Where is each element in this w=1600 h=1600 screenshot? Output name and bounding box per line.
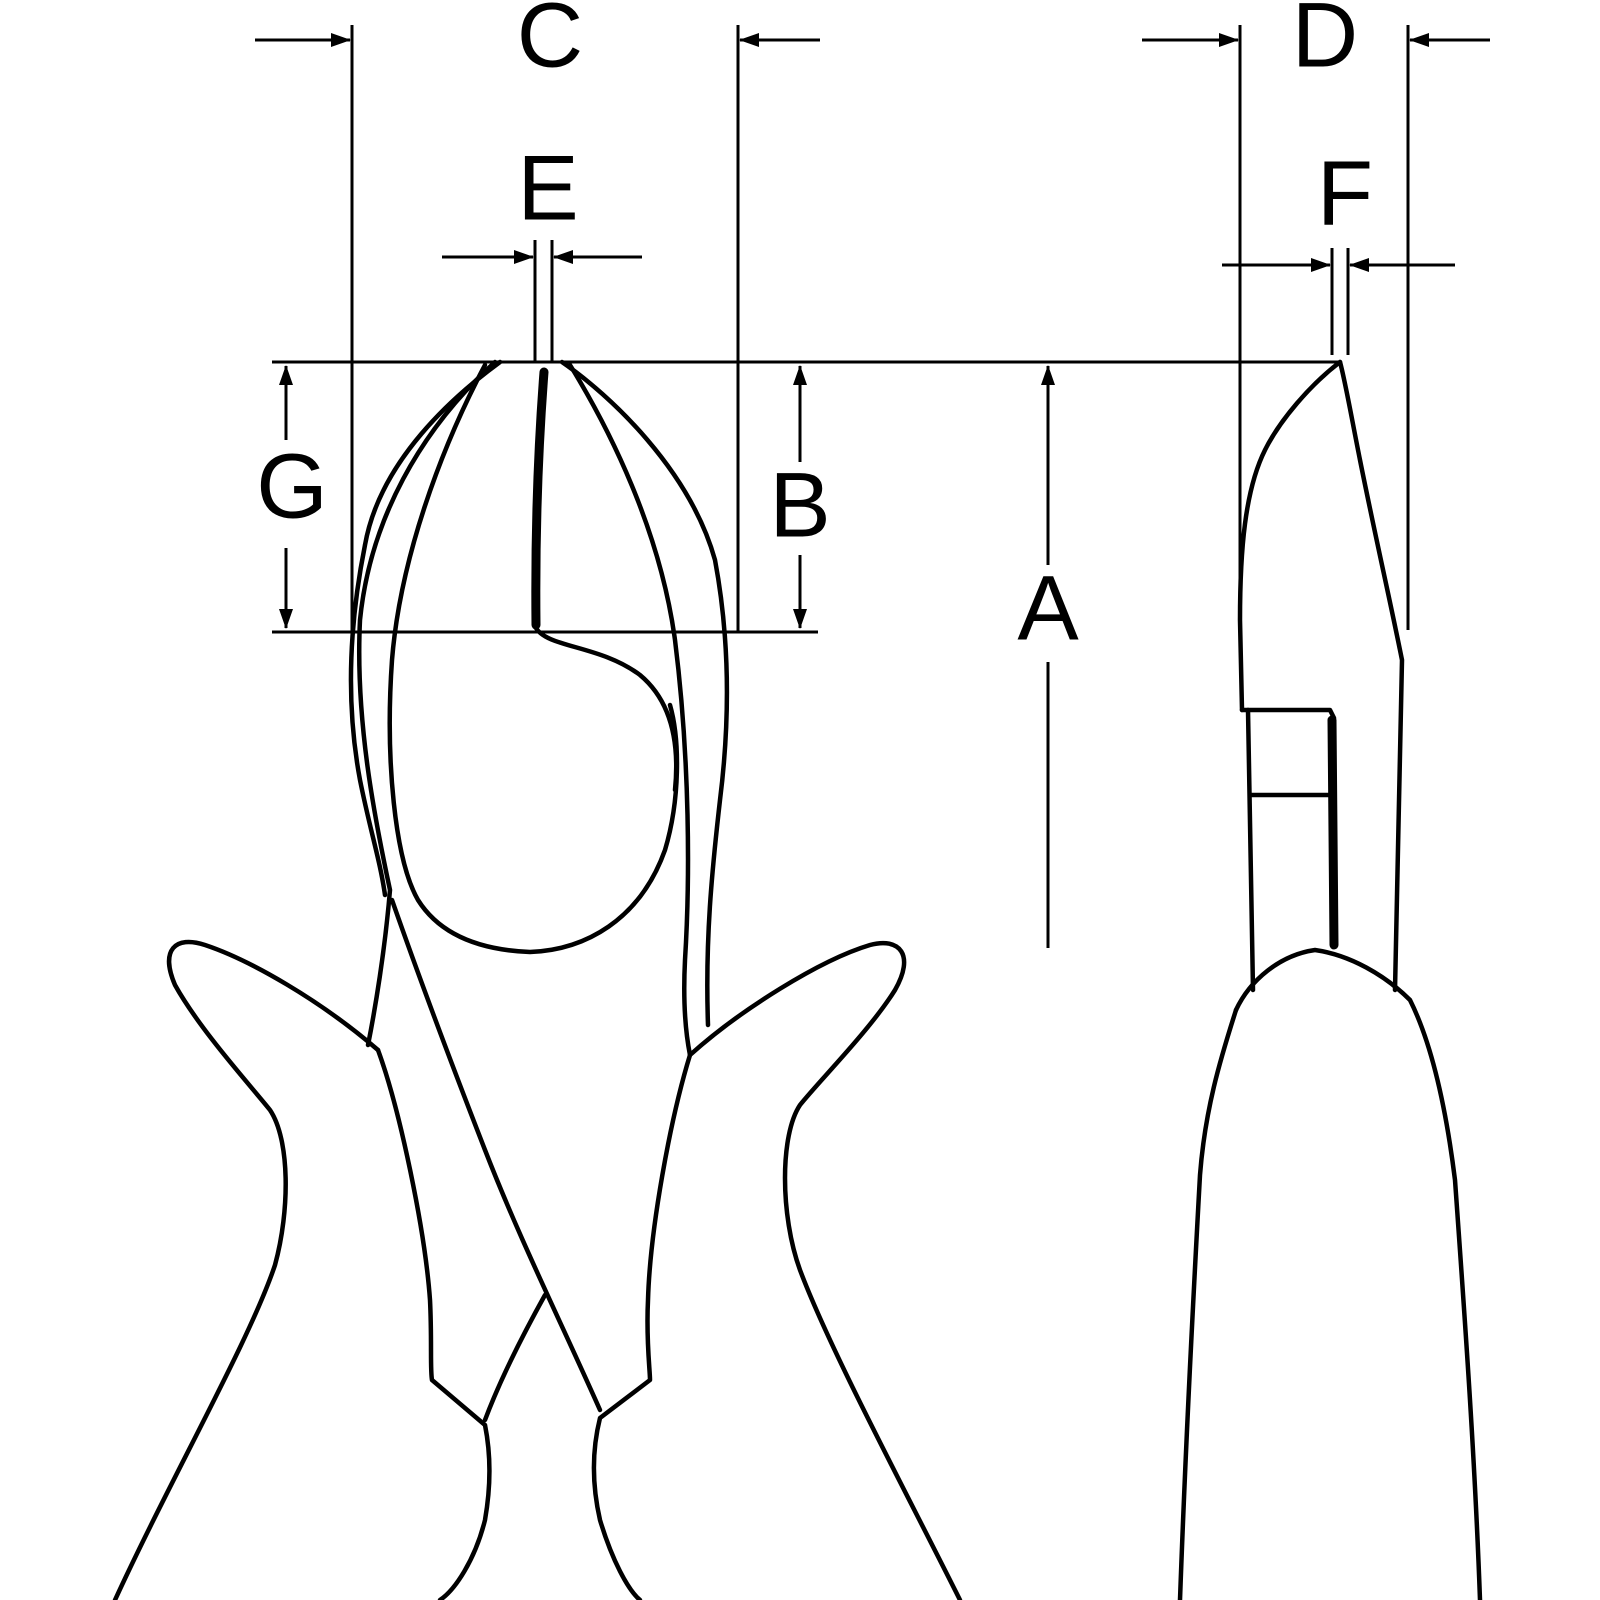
side-tip-outline bbox=[1237, 359, 1343, 713]
handle-cross-line-1 bbox=[389, 897, 603, 1413]
label-d: D bbox=[1292, 0, 1358, 86]
side-view bbox=[1177, 359, 1483, 1600]
side-handle-left bbox=[1177, 1007, 1239, 1600]
side-joint-thick bbox=[1327, 715, 1339, 950]
left-handle bbox=[112, 939, 381, 1600]
side-joint-left bbox=[1245, 707, 1256, 993]
head-outer-outline bbox=[348, 359, 503, 898]
label-c: C bbox=[517, 0, 583, 86]
dimension-labels: C D E F G B A bbox=[256, 0, 1373, 659]
right-jaw-inner-line bbox=[567, 362, 693, 1058]
handle-cross-line-2 bbox=[482, 1292, 548, 1423]
dimension-lines bbox=[255, 25, 1490, 948]
side-tip-right bbox=[1337, 359, 1405, 993]
label-g: G bbox=[256, 435, 328, 537]
side-joint-box bbox=[1239, 707, 1337, 721]
left-jaw-inner-line bbox=[387, 362, 680, 955]
cutting-edge bbox=[531, 367, 549, 630]
front-view bbox=[112, 359, 963, 1600]
label-a: A bbox=[1017, 557, 1079, 659]
left-jaw-second-line bbox=[356, 359, 498, 1048]
head-outer-outline-right bbox=[559, 359, 730, 1028]
label-b: B bbox=[769, 454, 830, 556]
side-handle bbox=[1233, 947, 1483, 1600]
cutting-edge-curve bbox=[533, 625, 679, 793]
right-handle bbox=[687, 940, 963, 1600]
right-handle-inner bbox=[591, 1052, 693, 1600]
label-e: E bbox=[517, 137, 578, 239]
left-handle-inner bbox=[375, 1047, 492, 1600]
label-f: F bbox=[1317, 142, 1373, 244]
